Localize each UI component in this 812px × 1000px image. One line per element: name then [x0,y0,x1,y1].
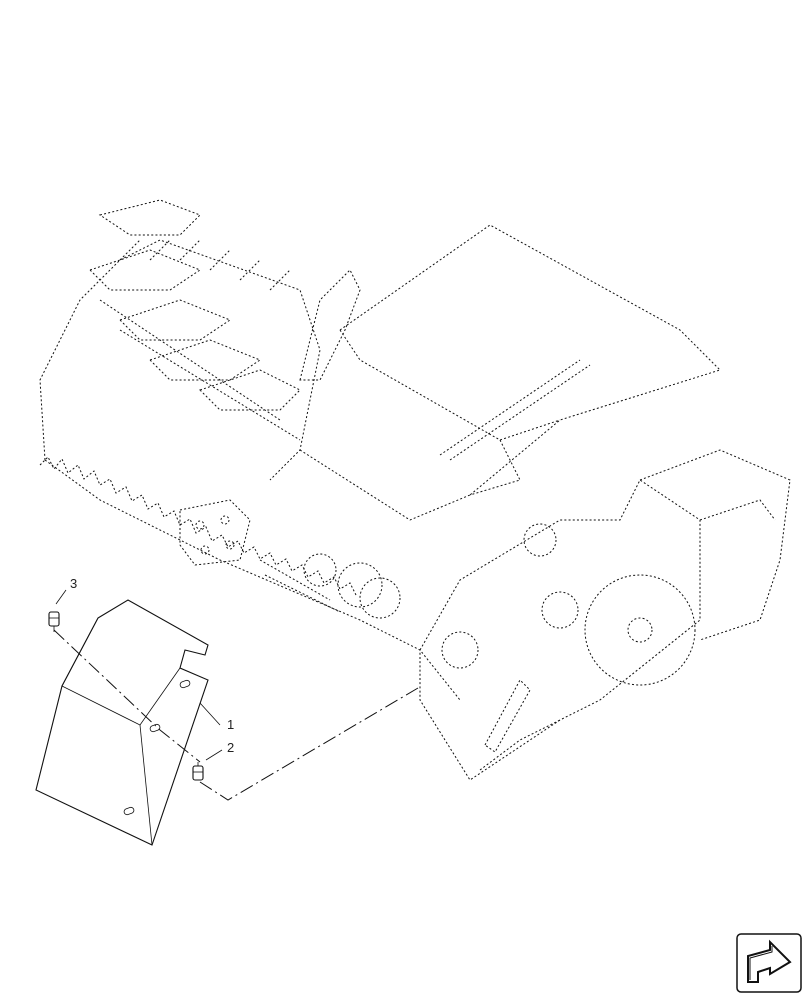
assembly-center-lines [53,629,419,801]
shield-plate-part-1 [35,599,209,846]
machine-assembly-phantom [39,199,791,781]
bolt-part-2 [192,762,204,781]
callout-leaders [55,589,223,761]
bolt-part-3 [48,611,60,632]
next-page-arrow-icon[interactable] [736,933,802,993]
callout-2: 2 [227,740,234,755]
callout-3: 3 [70,576,77,591]
callout-1: 1 [227,717,234,732]
